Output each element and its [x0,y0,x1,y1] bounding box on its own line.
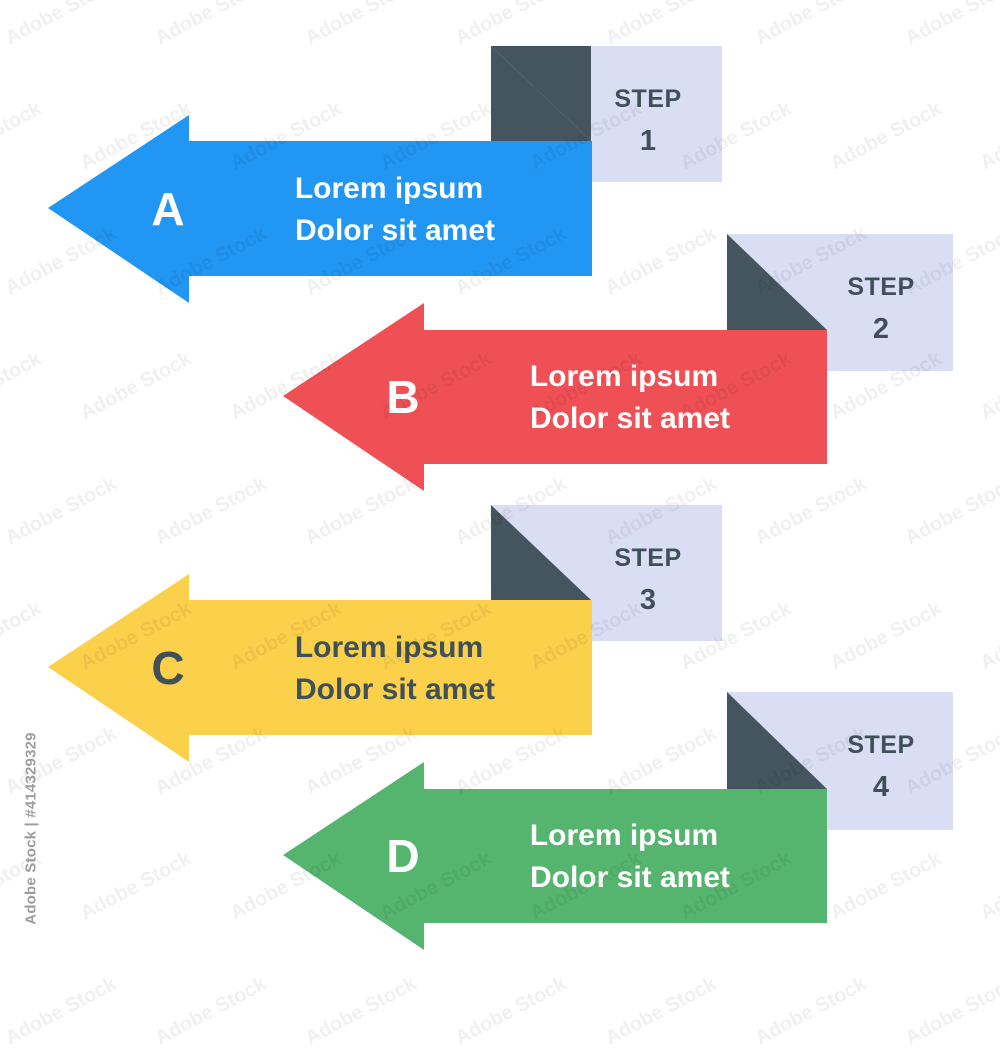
step-label-1: STEP [614,85,681,113]
infographic-svg: STEP 1 A Lorem ipsum Dolor sit amet STEP… [48,46,953,950]
step-label-3: STEP [614,544,681,572]
corner-triangle-icon-3 [491,505,591,600]
step-number-1: 1 [640,125,656,157]
arrow-line1-3: Lorem ipsum [295,631,483,664]
arrow-line2-2: Dolor sit amet [530,402,730,435]
arrow-line2-3: Dolor sit amet [295,673,495,706]
corner-triangle-icon-2 [727,234,827,330]
step-group-3[interactable]: STEP 3 C Lorem ipsum Dolor sit amet [48,505,722,762]
arrow-line1-2: Lorem ipsum [530,360,718,393]
corner-triangle-dark-1 [491,46,591,141]
step-number-4: 4 [873,771,889,803]
arrow-line1-1: Lorem ipsum [295,172,483,205]
step-group-4[interactable]: STEP 4 D Lorem ipsum Dolor sit amet [283,692,953,950]
arrow-shape-2[interactable] [283,303,827,491]
step-group-1[interactable]: STEP 1 A Lorem ipsum Dolor sit amet [48,46,722,303]
arrow-line1-4: Lorem ipsum [530,819,718,852]
arrow-shape-1[interactable] [48,115,592,303]
arrow-shape-4[interactable] [283,762,827,950]
watermark-side-text: Adobe Stock | #414329329 [22,732,40,925]
arrow-letter-4: D [386,830,419,882]
arrow-shape-3[interactable] [48,574,592,762]
step-label-4: STEP [847,731,914,759]
arrow-letter-2: B [386,371,419,423]
step-number-2: 2 [873,313,889,345]
arrow-line2-4: Dolor sit amet [530,861,730,894]
arrow-line2-1: Dolor sit amet [295,214,495,247]
corner-triangle-icon-4 [727,692,827,789]
step-label-2: STEP [847,273,914,301]
step-number-3: 3 [640,584,656,616]
step-group-2[interactable]: STEP 2 B Lorem ipsum Dolor sit amet [283,234,953,491]
arrow-letter-1: A [151,183,184,235]
arrow-letter-3: C [151,642,184,694]
